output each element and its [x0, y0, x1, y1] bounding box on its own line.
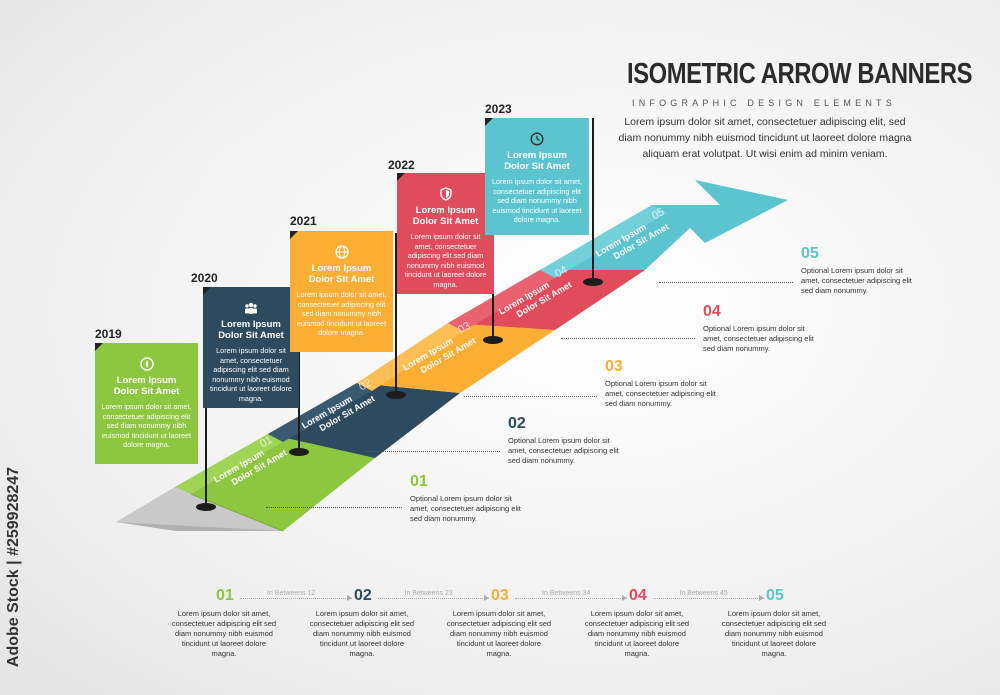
flag-pole-base: [483, 336, 503, 344]
between-label: In Betweens 12: [264, 590, 319, 597]
callout-number: 01: [410, 473, 428, 490]
bottom-step-text: Lorem ipsum dolor sit amet, consectetuer…: [584, 609, 690, 658]
compass-icon: [139, 357, 154, 371]
callout-leader-line: [464, 396, 597, 397]
flag-pole: [592, 118, 594, 282]
flag-title: Lorem Ipsum: [116, 375, 177, 386]
flag-fold: [397, 173, 405, 181]
shield-icon: [439, 187, 452, 201]
flag-year: 2020: [191, 271, 218, 285]
callout-leader-line: [561, 338, 695, 339]
flag-body-text: Lorem ipsum dolor sit amet, consectetuer…: [101, 402, 192, 450]
flag-fold: [290, 231, 298, 239]
flag-body-text: Lorem ipsum dolor sit amet, consectetuer…: [210, 346, 292, 403]
flag-year: 2022: [388, 158, 415, 172]
callout-number: 02: [508, 415, 526, 432]
flag-title: Lorem Ipsum: [311, 263, 372, 274]
flag-body-text: Lorem ipsum dolor sit amet, consectetuer…: [296, 290, 387, 338]
arrow-segment-02: [268, 383, 460, 458]
bottom-step-text: Lorem ipsum dolor sit amet, consectetuer…: [309, 609, 415, 658]
bottom-step-text: Lorem ipsum dolor sit amet, consectetuer…: [446, 609, 552, 658]
flag-title-line2: Dolor Sit Amet: [218, 330, 284, 341]
flag-year: 2021: [290, 214, 317, 228]
between-label: In Betweens 23: [401, 590, 456, 597]
flag-title: Lorem Ipsum: [415, 205, 476, 216]
flag-title: Lorem Ipsum: [221, 319, 281, 330]
callout-text: Optional Lorem ipsum dolor sit amet, con…: [801, 266, 912, 295]
flag-fold: [203, 287, 211, 295]
flag-pole-base: [196, 503, 216, 511]
between-arrow-icon: [759, 595, 764, 601]
bottom-step-text: Lorem ipsum dolor sit amet, consectetuer…: [171, 609, 277, 658]
flag-title-line2: Dolor Sit Amet: [113, 386, 180, 397]
between-arrow-icon: [484, 595, 489, 601]
callout-text: Optional Lorem ipsum dolor sit amet, con…: [703, 324, 814, 353]
callout-leader-line: [266, 507, 402, 508]
between-label: In Betweens 34: [539, 590, 594, 597]
people-icon: [245, 302, 257, 314]
bottom-step-number: 04: [629, 587, 647, 604]
globe-icon: [334, 245, 349, 259]
flag-year: 2023: [485, 102, 512, 116]
callout-text: Optional Lorem ipsum dolor sit amet, con…: [508, 436, 619, 465]
callout-number: 04: [703, 303, 721, 320]
callout-leader-line: [364, 451, 500, 452]
flag-pole: [298, 289, 300, 452]
bottom-step-number: 03: [491, 587, 509, 604]
arrow-segment-03: [357, 323, 555, 393]
between-line: [240, 598, 352, 599]
bottom-step-text: Lorem ipsum dolor sit amet, consectetuer…: [721, 609, 827, 658]
intro-paragraph: Lorem ipsum dolor sit amet, consectetuer…: [618, 116, 912, 160]
between-arrow-icon: [622, 595, 627, 601]
flag-body-text: Lorem ipsum dolor sit amet, consectetuer…: [404, 232, 487, 289]
between-line: [515, 598, 627, 599]
flag-pole-base: [386, 391, 406, 399]
flag-pole-base: [289, 448, 309, 456]
between-line: [653, 598, 764, 599]
flag-fold: [485, 118, 493, 126]
flag-title-line2: Dolor Sit Amet: [412, 216, 479, 227]
callout-text: Optional Lorem ipsum dolor sit amet, con…: [605, 379, 716, 408]
bottom-step-number: 05: [766, 587, 784, 604]
flag-body-text: Lorem ipsum dolor sit amet, consectetuer…: [491, 177, 583, 225]
between-arrow-icon: [347, 595, 352, 601]
between-line: [378, 598, 489, 599]
bottom-step-number: 01: [216, 587, 234, 604]
flag-fold: [95, 343, 103, 351]
callout-number: 05: [801, 245, 819, 262]
callout-text: Optional Lorem ipsum dolor sit amet, con…: [410, 494, 521, 523]
arrow-segment-01: [175, 434, 375, 531]
flag-title: Lorem Ipsum: [507, 150, 567, 161]
flag-title-line2: Dolor Sit Amet: [308, 274, 375, 285]
page-subtitle: INFOGRAPHIC DESIGN ELEMENTS: [632, 98, 896, 108]
flag-pole: [395, 233, 397, 395]
flag-year: 2019: [95, 327, 122, 341]
flag-pole: [205, 355, 207, 507]
flag-pole-base: [583, 278, 603, 286]
flag-title-line2: Dolor Sit Amet: [504, 161, 570, 172]
callout-number: 03: [605, 358, 623, 375]
between-label: In Betweens 45: [676, 590, 731, 597]
bottom-step-number: 02: [354, 587, 372, 604]
callout-leader-line: [659, 282, 793, 283]
clock-icon: [530, 132, 544, 146]
